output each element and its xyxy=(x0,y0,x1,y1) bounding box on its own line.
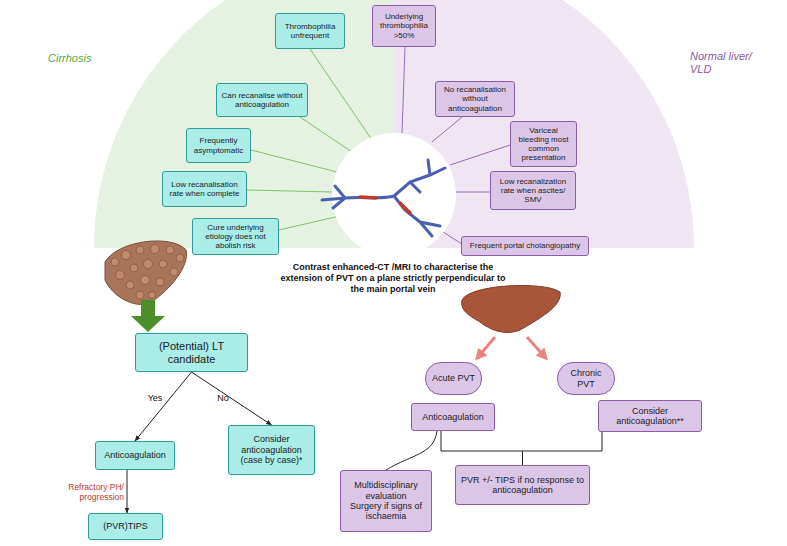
leader-line xyxy=(251,150,337,172)
decision-box: (Potential) LT candidate xyxy=(135,333,248,372)
box-text: Thrombophilia unfrequent xyxy=(279,22,341,40)
liver-nodules xyxy=(111,245,184,300)
connector xyxy=(441,431,523,465)
note-text: Contrast enhanced-CT /MRI to characteris… xyxy=(276,262,510,294)
box-text: Low recanalisation rate when complete xyxy=(166,180,243,198)
vein-branches xyxy=(322,160,445,236)
category-pill: Chronic PVT xyxy=(557,362,615,395)
finding-box: Frequently asymptomatic xyxy=(186,128,251,163)
group-label: Cirrhosis xyxy=(48,52,118,65)
finding-box: Low recanalization rate when ascites/ SM… xyxy=(490,171,576,210)
thrombus xyxy=(360,197,410,213)
edge-label: No xyxy=(208,393,238,404)
finding-box: Cure underlying etiology does not abolis… xyxy=(192,218,279,255)
treatment-box: Anticoagulation xyxy=(95,441,175,470)
finding-box: Can recanalise without anticoagulation xyxy=(216,83,308,117)
treatment-box: (PVR)TIPS xyxy=(88,513,163,540)
treatment-box: Multidisciplinary evaluationSurgery if s… xyxy=(340,470,432,532)
finding-box: Underlying thrombophilia >50% xyxy=(372,5,436,47)
box-text: Anticoagulation xyxy=(104,450,166,460)
connector xyxy=(523,432,603,465)
box-text: Underlying thrombophilia >50% xyxy=(376,12,432,40)
group-label: Normal liver/ VLD xyxy=(690,50,770,76)
finding-box: No recanalisation without anticoagulatio… xyxy=(435,81,515,117)
liver-shape xyxy=(105,241,187,305)
box-text: Acute PVT xyxy=(432,373,475,383)
finding-box: Frequent portal cholangiopathy xyxy=(461,236,589,256)
box-text: Frequently asymptomatic xyxy=(190,136,247,154)
box-text: Consider anticoagulation (case by case)* xyxy=(232,434,311,465)
arrow-head xyxy=(131,316,165,332)
leader-line xyxy=(456,192,490,193)
box-text: Surgery if signs of ischaemia xyxy=(344,501,428,522)
box-text: Variceal bleeding most common presentati… xyxy=(514,126,573,163)
treatment-box: Consider anticoagulation (case by case)* xyxy=(228,425,315,475)
box-text: (Potential) LT candidate xyxy=(139,340,244,365)
connector xyxy=(135,372,192,441)
box-text: PVR +/- TIPS if no response to anticoagu… xyxy=(459,475,586,496)
liver-shape xyxy=(462,285,561,332)
box-text: Can recanalise without anticoagulation xyxy=(220,91,304,109)
edge-label: Yes xyxy=(140,393,170,404)
connector xyxy=(386,431,437,470)
box-text: No recanalisation without anticoagulatio… xyxy=(439,85,511,113)
portal-vein-illustration xyxy=(322,160,445,236)
finding-box: Low recanalisation rate when complete xyxy=(162,171,247,207)
leader-line xyxy=(247,190,333,192)
box-text: Frequent portal cholangiopathy xyxy=(470,241,580,250)
box-text: Chronic PVT xyxy=(561,368,611,389)
split-arrow xyxy=(479,337,495,356)
box-text: (PVR)TIPS xyxy=(103,521,148,531)
box-text: Multidisciplinary evaluation xyxy=(344,480,428,501)
leader-line xyxy=(310,49,372,140)
treatment-box: PVR +/- TIPS if no response to anticoagu… xyxy=(455,465,590,505)
leader-line xyxy=(432,117,462,142)
cirrhotic-liver xyxy=(105,241,187,305)
box-text: Anticoagulation xyxy=(422,412,484,422)
box-text: Low recanalization rate when ascites/ SM… xyxy=(494,177,572,205)
finding-box: Variceal bleeding most common presentati… xyxy=(510,121,577,167)
leader-line xyxy=(402,47,405,133)
finding-box: Thrombophilia unfrequent xyxy=(275,13,345,49)
big-arrow xyxy=(131,300,165,332)
arrow-shaft xyxy=(141,300,155,317)
treatment-box: Consider anticoagulation** xyxy=(598,400,702,432)
edge-label: Refractory PH/ progression xyxy=(56,482,124,502)
leader-line xyxy=(450,145,510,165)
connector xyxy=(192,372,272,425)
category-pill: Acute PVT xyxy=(425,362,482,395)
box-text: Cure underlying etiology does not abolis… xyxy=(196,223,275,251)
leader-line xyxy=(300,117,352,152)
connector xyxy=(127,470,128,513)
treatment-box: Anticoagulation xyxy=(411,403,495,431)
box-text: Consider anticoagulation** xyxy=(602,406,698,427)
normal-liver xyxy=(462,285,561,332)
split-arrow xyxy=(527,337,544,356)
leader-line xyxy=(279,215,344,230)
